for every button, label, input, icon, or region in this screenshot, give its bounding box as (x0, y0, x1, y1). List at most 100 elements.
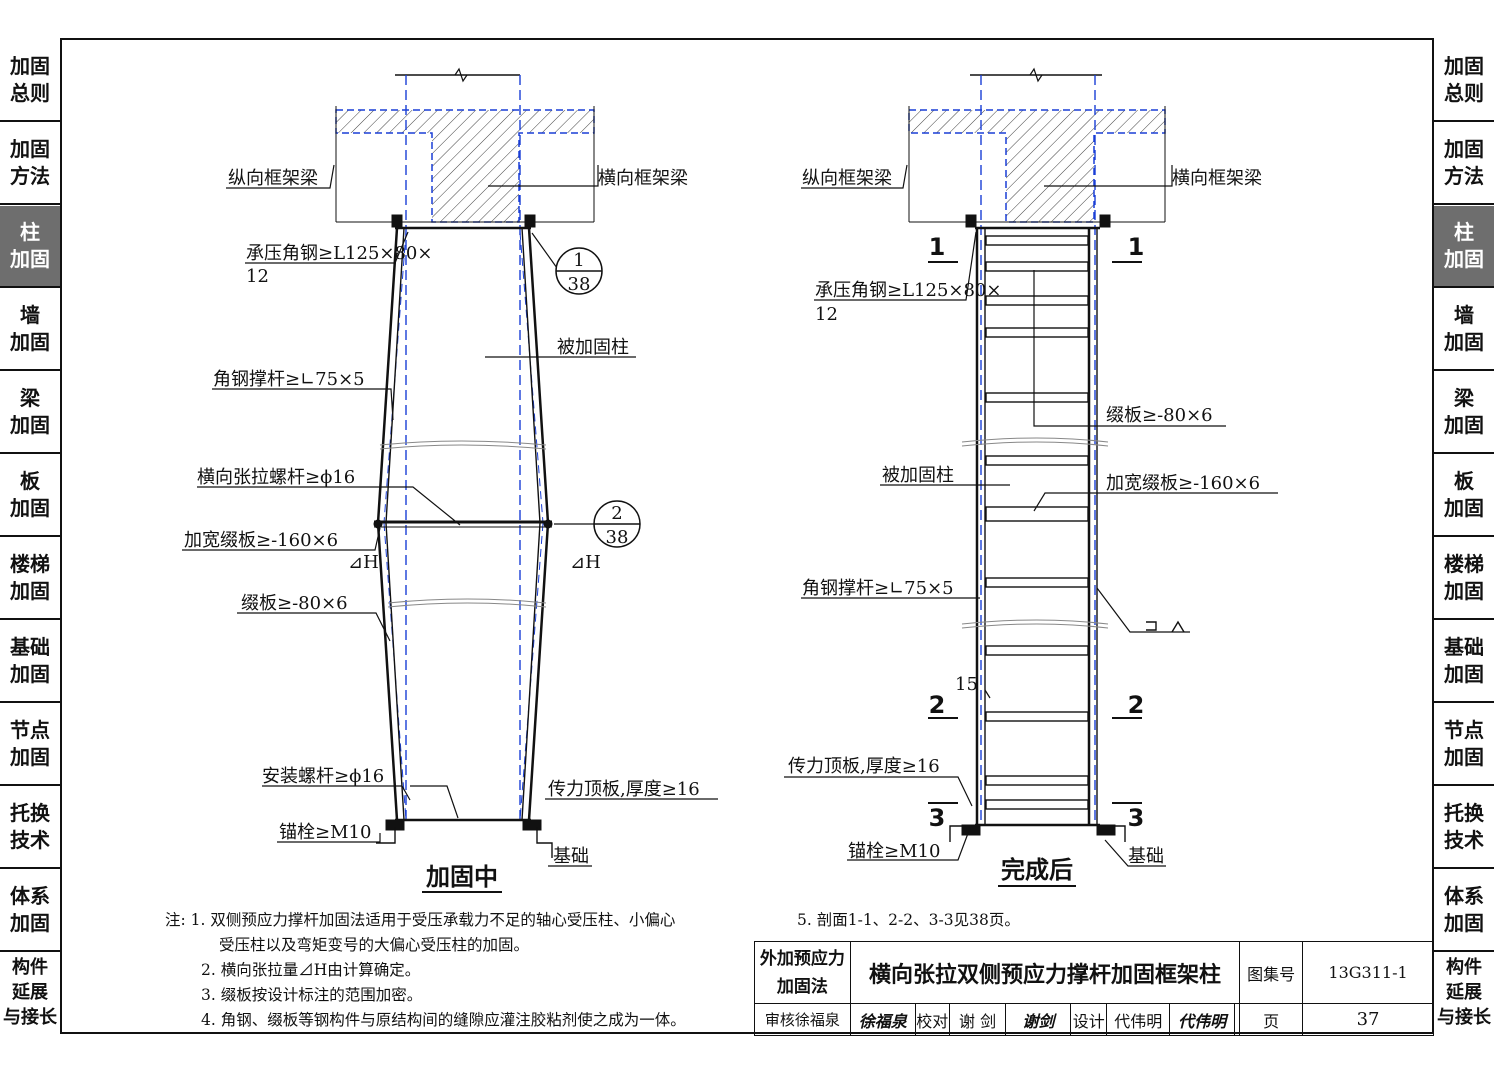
page-number: 37 (1302, 1003, 1434, 1036)
side-tab[interactable]: 加固 总则 (1434, 40, 1494, 122)
side-tab[interactable]: 体系 加固 (1434, 870, 1494, 952)
left-angle-struts (373, 226, 553, 822)
label-anchor: 锚栓≥M10 (848, 841, 940, 862)
side-tab[interactable]: 加固 方法 (0, 123, 60, 205)
category-line-2: 加固法 (776, 976, 828, 997)
left-break-lines (379, 440, 547, 608)
batten-plate (985, 577, 1089, 588)
reviewer: 徐福泉 (794, 1011, 840, 1029)
label-anchor: 锚栓≥M10 (279, 822, 371, 843)
callout-2-number: 2 (611, 503, 622, 524)
right-section-marks (928, 261, 1142, 804)
left-callouts (555, 247, 641, 548)
side-tab[interactable]: 加固 方法 (1434, 123, 1494, 205)
right-anchors (949, 214, 1126, 842)
label-transverse-beam: 横向框架梁 (1172, 168, 1262, 189)
review-label: 审核 (764, 1011, 795, 1029)
batten-plate (985, 711, 1089, 722)
label-top-plate: 传力顶板,厚度≥16 (548, 779, 700, 800)
callout-1-page: 38 (568, 274, 591, 295)
side-tab[interactable]: 柱 加固 (1434, 206, 1494, 288)
side-tab[interactable]: 基础 加固 (0, 621, 60, 703)
side-tab[interactable]: 柱 加固 (0, 206, 60, 288)
wide-batten-plate (985, 506, 1089, 522)
label-batten: 缀板≥-80×6 (241, 593, 348, 614)
atlas-number: 13G311-1 (1302, 941, 1434, 1004)
checker-signature: 谢剑 (1005, 1003, 1072, 1036)
side-tab[interactable]: 板 加固 (1434, 455, 1494, 537)
left-labels: 纵向框架梁横向框架梁承压角钢≥L125×80×12138被加固柱角钢撑杆≥∟75… (184, 168, 700, 893)
side-tab[interactable]: 板 加固 (0, 455, 60, 537)
side-tab[interactable]: 节点 加固 (0, 704, 60, 786)
note-4: 4. 角钢、缀板等钢构件与原结构间的缝隙应灌注胶粘剂使之成为一体。 (201, 1011, 686, 1029)
check-label: 校对 (914, 1003, 950, 1036)
side-tab[interactable]: 梁 加固 (1434, 372, 1494, 454)
note-3: 3. 缀板按设计标注的范围加密。 (201, 986, 423, 1004)
side-tab[interactable]: 墙 加固 (0, 289, 60, 371)
batten-plate (985, 235, 1089, 246)
designer-signature: 代伟明 (1169, 1003, 1236, 1036)
atlas-label: 图集号 (1239, 941, 1304, 1004)
label-bearing-angle: 承压角钢≥L125×80× (246, 243, 432, 264)
section-mark-2-left: 2 (929, 691, 946, 719)
callout-1-number: 1 (573, 250, 584, 271)
label-longitudinal-beam: 纵向框架梁 (802, 168, 892, 189)
review-cell: 审核徐福泉 (754, 1003, 851, 1036)
left-anchors (376, 214, 553, 858)
note-5: 5. 剖面1-1、2-2、3-3见38页。 (797, 911, 1020, 929)
note-1a: 1. 双侧预应力撑杆加固法适用于受压承载力不足的轴心受压柱、小偏心 (190, 911, 676, 929)
label-foundation: 基础 (1128, 846, 1164, 867)
side-tab[interactable]: 加固 总则 (0, 40, 60, 122)
batten-plate (985, 295, 1089, 306)
left-beam-section (335, 67, 595, 223)
category-line-1: 外加预应力 (759, 948, 845, 969)
right-angle-struts (975, 226, 1100, 827)
label-top-plate: 传力顶板,厚度≥16 (788, 756, 940, 777)
label-bearing-angle: 承压角钢≥L125×80× (815, 280, 1001, 301)
side-tab[interactable]: 梁 加固 (0, 372, 60, 454)
batten-plate (985, 799, 1089, 810)
section-mark-2-right: 2 (1128, 691, 1145, 719)
section-mark-1-right: 1 (1128, 233, 1145, 261)
side-tab[interactable]: 基础 加固 (1434, 621, 1494, 703)
left-drawing: 纵向框架梁横向框架梁承压角钢≥L125×80×12138被加固柱角钢撑杆≥∟75… (182, 67, 718, 893)
label-install-bolt: 安装螺杆≥ϕ16 (262, 766, 384, 787)
page-label: 页 (1239, 1003, 1304, 1036)
right-battens (985, 235, 1089, 810)
batten-plate (985, 392, 1089, 403)
side-tab[interactable]: 构件 延展 与接长 (1437, 956, 1491, 1028)
section-mark-3-right: 3 (1128, 804, 1145, 832)
right-break-lines (961, 437, 1109, 629)
right-column-outline (980, 75, 1096, 820)
label-foundation: 基础 (553, 846, 589, 867)
design-label: 设计 (1070, 1003, 1108, 1036)
label-bearing-angle-thickness: 12 (815, 304, 838, 325)
side-tab[interactable]: 楼梯 加固 (1434, 538, 1494, 620)
label-column: 被加固柱 (557, 337, 629, 358)
note-1b: 受压柱以及弯矩变号的大偏心受压柱的加固。 (219, 936, 530, 954)
category-cell: 外加预应力 加固法 (754, 941, 851, 1004)
side-tab[interactable]: 体系 加固 (0, 870, 60, 952)
label-delta-h-left: ⊿H (348, 552, 379, 573)
side-tab[interactable]: 托换 技术 (1434, 787, 1494, 869)
right-drawing-title: 完成后 (1001, 856, 1073, 884)
callout-2-page: 38 (606, 527, 629, 548)
side-tab[interactable]: 墙 加固 (1434, 289, 1494, 371)
batten-plate (985, 775, 1089, 786)
batten-plate (985, 261, 1089, 272)
right-beam-section (908, 67, 1166, 223)
side-tab[interactable]: 托换 技术 (0, 787, 60, 869)
label-angle-strut: 角钢撑杆≥∟75×5 (213, 369, 365, 390)
side-tab[interactable]: 构件 延展 与接长 (3, 956, 57, 1028)
weld-symbol-icon (1146, 620, 1185, 633)
label-dimension-15: 15 (955, 674, 978, 695)
left-leaders (182, 164, 718, 867)
side-tab[interactable]: 节点 加固 (1434, 704, 1494, 786)
title-block: 外加预应力 加固法 横向张拉双侧预应力撑杆加固框架柱 图集号 13G311-1 … (754, 941, 1434, 1036)
spacer-cell (1234, 1003, 1241, 1036)
label-batten: 缀板≥-80×6 (1106, 405, 1213, 426)
side-tab[interactable]: 楼梯 加固 (0, 538, 60, 620)
section-mark-1-left: 1 (929, 233, 946, 261)
